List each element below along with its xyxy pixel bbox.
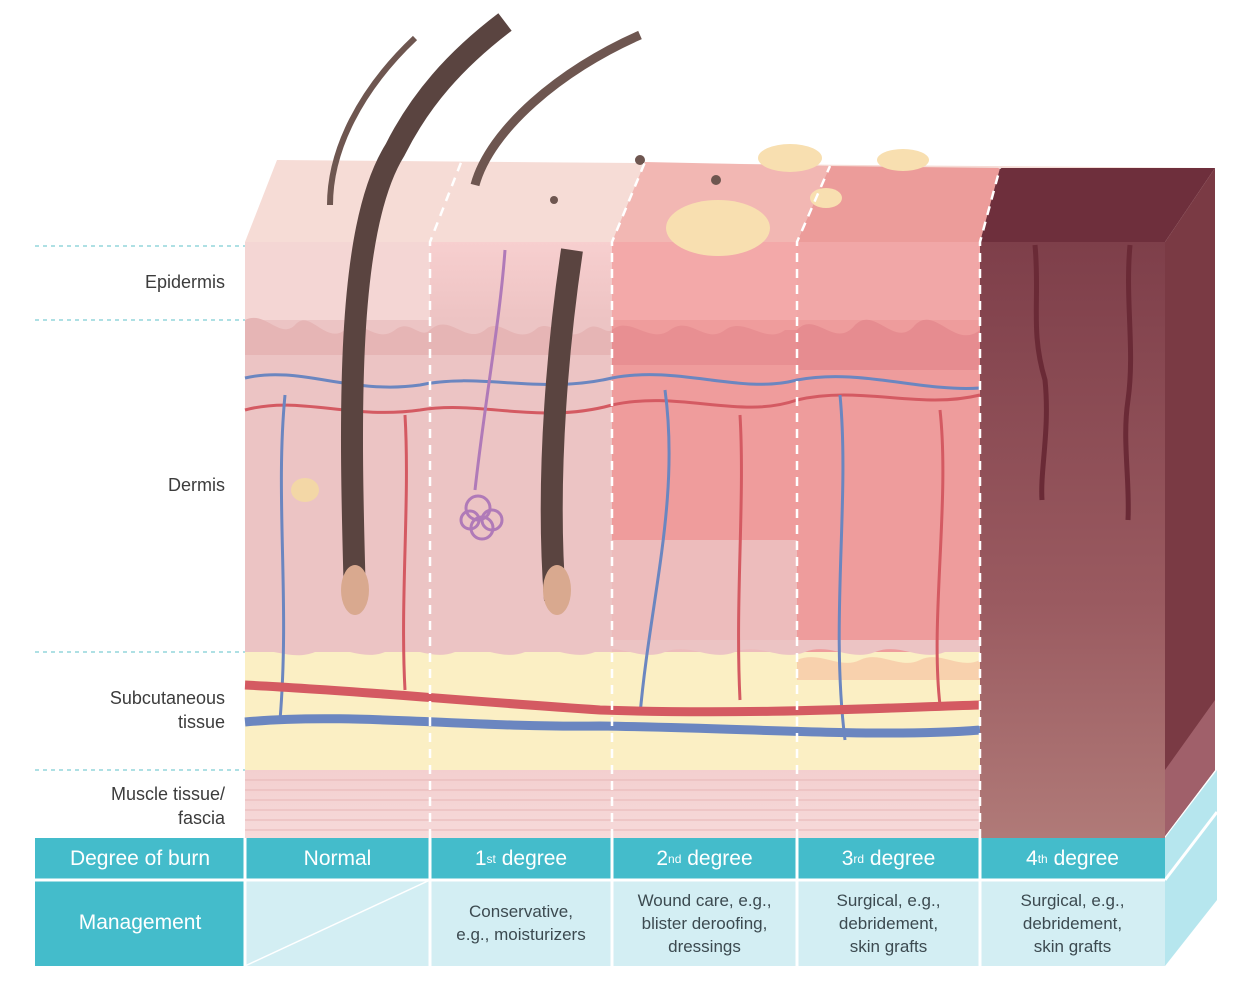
label-muscle-line2: fascia (177, 808, 225, 828)
label-subcutaneous: Subcutaneous tissue (40, 686, 225, 734)
dermis-1st (430, 320, 612, 652)
col-4th-num: 4 (1026, 847, 1038, 870)
mgmt-2nd-line: dressings (668, 936, 741, 956)
mgmt-2nd-line: Wound care, e.g., (637, 890, 772, 910)
hair-bulb (543, 565, 571, 615)
degree-header: Degree of burn (35, 838, 245, 880)
col-1st-num: 1 (474, 847, 487, 870)
degree-row (35, 838, 1165, 880)
mgmt-4th: Surgical, e.g., debridement, skin grafts (980, 880, 1165, 966)
mgmt-4th-line: debridement, (1022, 913, 1123, 933)
mgmt-3rd-line: Surgical, e.g., (836, 890, 941, 910)
col-normal-header: Normal (245, 838, 430, 880)
col-3rd-num: 3 (841, 847, 854, 870)
mgmt-2nd: Wound care, e.g., blister deroofing, dre… (612, 880, 797, 966)
col-3rd-suffix: degree (864, 847, 936, 870)
blister (877, 149, 929, 171)
papillary-boundary (245, 317, 430, 355)
label-dermis: Dermis (60, 473, 225, 497)
col-2nd-num: 2 (656, 847, 669, 870)
sebaceous-gland (291, 478, 319, 502)
management-header-text: Management (78, 911, 202, 934)
deep-vein (244, 714, 981, 738)
mgmt-1st: Conservative, e.g., moisturizers (430, 880, 612, 966)
hair-shaft (540, 248, 583, 601)
burn-4th-column (980, 242, 1165, 838)
table-side-face (1165, 770, 1217, 966)
deep-artery (244, 680, 981, 717)
sweat-gland (459, 494, 504, 541)
layer-guides (35, 245, 245, 771)
block-side-face (1165, 168, 1215, 836)
label-subcutaneous-line2: tissue (177, 712, 225, 732)
mgmt-3rd-line: skin grafts (849, 936, 928, 956)
col-normal-label: Normal (303, 847, 372, 870)
management-header-cell (35, 880, 245, 966)
label-subcutaneous-line1: Subcutaneous (109, 688, 225, 708)
sweat-duct (473, 249, 507, 491)
mgmt-4th-line: Surgical, e.g., (1020, 890, 1125, 910)
label-epidermis-text: Epidermis (144, 272, 225, 292)
hair-bulb (341, 565, 369, 615)
mgmt-3rd-line: debridement, (838, 913, 939, 933)
mgmt-1st-line: e.g., moisturizers (456, 925, 586, 944)
label-muscle-line1: Muscle tissue/ (110, 784, 225, 804)
surface-burn-4th (980, 168, 1215, 242)
degree-header-text: Degree of burn (69, 847, 211, 870)
blister (810, 188, 842, 208)
label-muscle: Muscle tissue/ fascia (40, 782, 225, 830)
column-dividers (428, 159, 1002, 838)
blister (666, 200, 770, 256)
normal-management-diagonal (244, 879, 431, 967)
dermis-normal (245, 320, 430, 652)
blister (758, 144, 822, 172)
hair-shaft (327, 35, 418, 206)
mgmt-3rd: Surgical, e.g., debridement, skin grafts (797, 880, 980, 966)
block-side-face-muscle (1165, 700, 1215, 836)
epidermis-1st (430, 242, 612, 320)
epidermis-normal (245, 242, 430, 320)
mgmt-2nd-line: blister deroofing, (641, 913, 768, 933)
col-4th-suffix: degree (1047, 847, 1119, 870)
col-2nd-suffix: degree (681, 847, 753, 870)
mgmt-1st-line: Conservative, (469, 902, 573, 921)
hair-shaft (340, 13, 512, 601)
label-epidermis: Epidermis (60, 270, 225, 294)
mgmt-4th-line: skin grafts (1033, 936, 1112, 956)
surface-burn-3rd (797, 166, 1000, 242)
management-header: Management (35, 880, 245, 966)
label-dermis-text: Dermis (168, 475, 225, 495)
hair-shaft (470, 30, 642, 187)
col-1st-suffix: degree (495, 847, 568, 870)
epidermis-3rd (797, 242, 980, 320)
